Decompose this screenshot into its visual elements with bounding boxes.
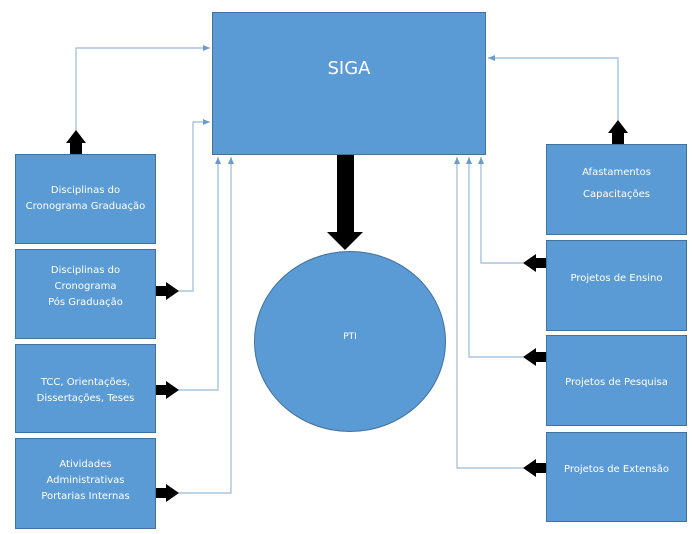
node-text: Afastamentos [582, 166, 651, 178]
block-arrow-down-pti [327, 155, 363, 250]
siga-label: SIGA [327, 58, 371, 79]
node-text: Projetos de Pesquisa [565, 376, 668, 388]
node-text: Projetos de Ensino [570, 272, 663, 284]
block-arrow-left-extensao [523, 459, 546, 477]
node-disciplinas-pos-graduacao[interactable]: Disciplinas do Cronograma Pós Graduação [15, 249, 156, 339]
connector-afastamentos [488, 55, 619, 122]
node-atividades-administrativas[interactable]: Atividades Administrativas Portarias Int… [15, 438, 156, 529]
connector-atividades [178, 157, 234, 494]
node-text: Portarias Internas [41, 490, 130, 502]
node-afastamentos-capacitacoes[interactable]: Afastamentos Capacitações [546, 144, 687, 235]
node-tcc-orientacoes[interactable]: TCC, Orientações, Dissertações, Teses [15, 344, 156, 433]
node-disciplinas-graduacao[interactable]: Disciplinas do Cronograma Graduação [15, 154, 156, 244]
block-arrow-right-pos [156, 282, 179, 300]
node-text: TCC, Orientações, [40, 376, 131, 388]
connector-graduacao [75, 45, 210, 132]
connector-ensino [478, 157, 523, 264]
connector-pesquisa [466, 157, 523, 358]
block-arrow-left-ensino [523, 254, 546, 272]
block-arrow-right-atividades [156, 484, 179, 502]
node-text: Administrativas [46, 474, 125, 486]
siga-node[interactable]: SIGA [212, 12, 486, 155]
node-text: Cronograma Graduação [25, 201, 146, 212]
node-text: Cronograma [54, 281, 117, 292]
block-arrow-up-left [66, 130, 86, 154]
node-text: Dissertações, Teses [36, 392, 135, 404]
node-text: Projetos de Extensão [563, 464, 669, 475]
connector-tcc [178, 157, 221, 391]
node-projetos-extensao[interactable]: Projetos de Extensão [546, 432, 687, 522]
node-text: Disciplinas do [50, 265, 121, 276]
pti-label: PTI [343, 331, 357, 342]
block-arrow-right-tcc [156, 381, 179, 399]
connector-pos-graduacao [178, 119, 210, 292]
block-arrow-up-right [608, 120, 628, 144]
node-text: Atividades [59, 458, 112, 470]
node-text: Pós Graduação [48, 297, 123, 308]
node-text: Disciplinas do [50, 185, 121, 196]
node-projetos-pesquisa[interactable]: Projetos de Pesquisa [546, 335, 687, 426]
node-text: Capacitações [583, 188, 650, 200]
pti-node[interactable]: PTI [254, 251, 446, 432]
block-arrow-left-pesquisa [523, 348, 546, 366]
node-projetos-ensino[interactable]: Projetos de Ensino [546, 240, 687, 331]
connector-extensao [454, 157, 523, 469]
